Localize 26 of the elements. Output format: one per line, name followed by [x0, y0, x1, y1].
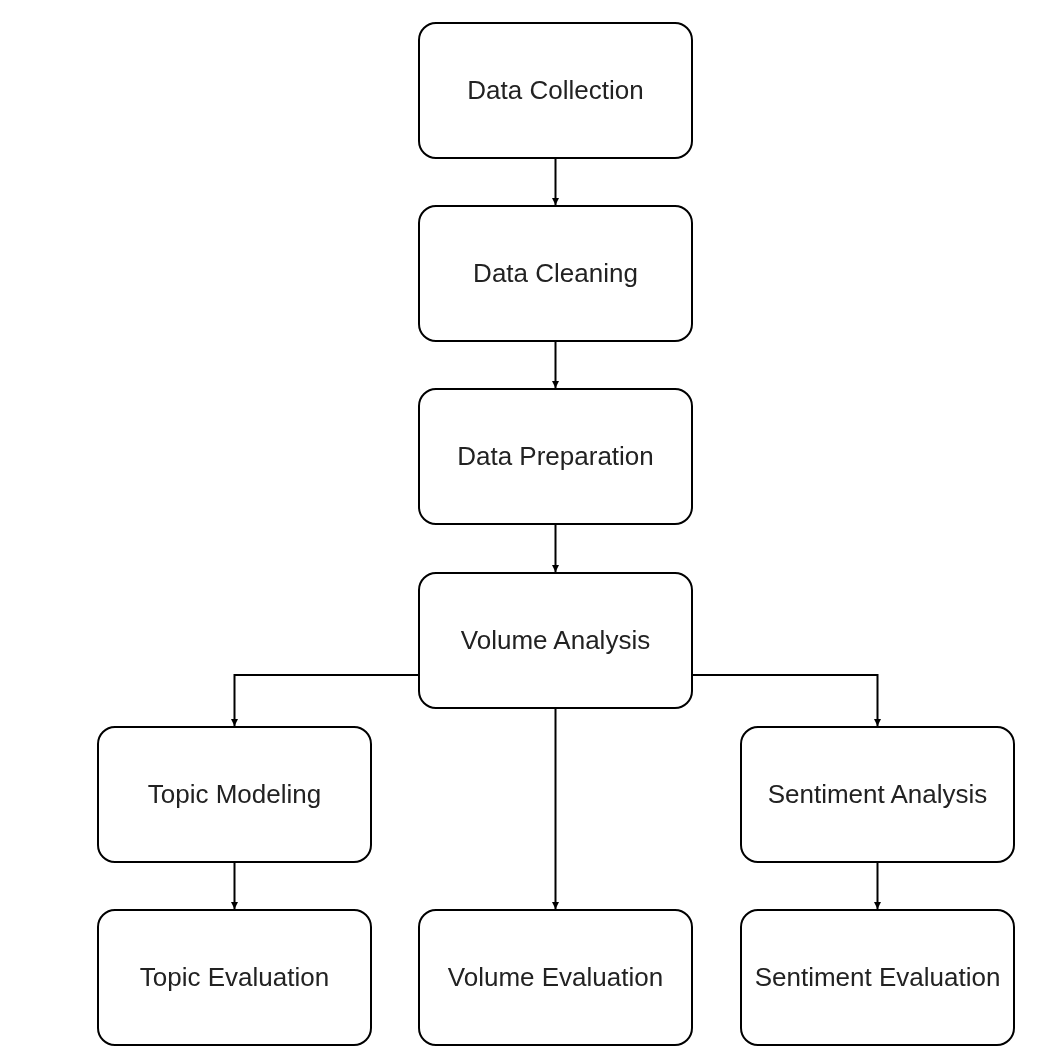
arrow — [692, 674, 881, 727]
box-label: Topic Evaluation — [139, 960, 330, 994]
process-box — [740, 909, 1015, 1046]
arrow — [552, 341, 559, 389]
arrow — [231, 862, 238, 910]
process-box — [97, 909, 372, 1046]
arrow — [552, 708, 559, 910]
arrow — [552, 524, 559, 573]
box-label: Volume Analysis — [460, 623, 651, 657]
arrow — [874, 862, 881, 910]
process-box — [418, 572, 693, 709]
process-box — [418, 22, 693, 159]
process-box — [97, 726, 372, 863]
process-box — [418, 909, 693, 1046]
box-label: Topic Modeling — [147, 777, 322, 811]
box-label: Data Preparation — [457, 439, 654, 473]
arrow — [231, 674, 419, 727]
box-label: Volume Evaluation — [447, 960, 664, 994]
box-label: Sentiment Evaluation — [754, 960, 1001, 994]
box-label: Data Collection — [467, 73, 644, 107]
process-box — [418, 205, 693, 342]
process-box — [418, 388, 693, 525]
process-box — [740, 726, 1015, 863]
box-label: Data Cleaning — [473, 256, 638, 290]
arrow — [552, 158, 559, 206]
box-label: Sentiment Analysis — [767, 777, 988, 811]
